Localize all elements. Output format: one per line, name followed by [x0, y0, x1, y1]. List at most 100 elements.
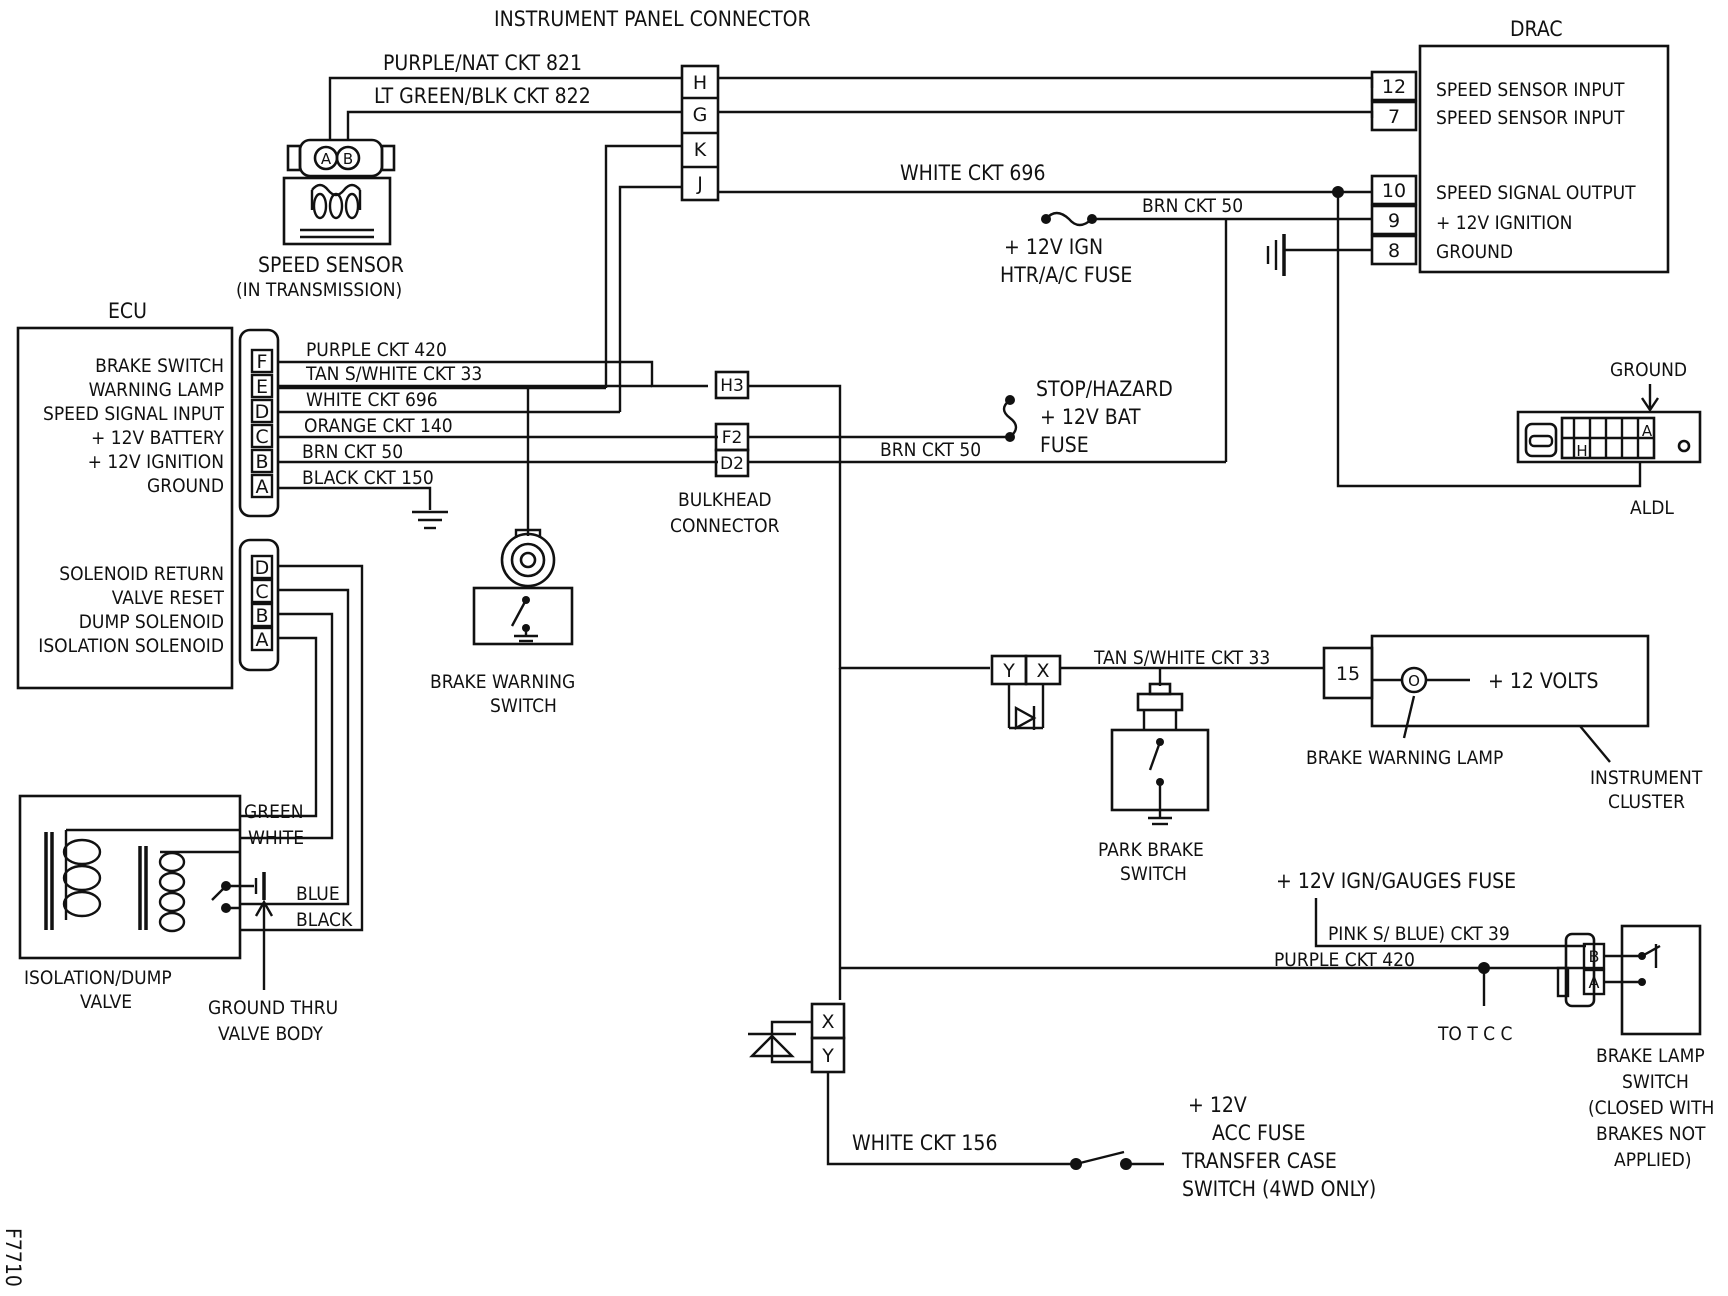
- instrument-cluster-label-1: INSTRUMENT: [1590, 767, 1703, 789]
- ground-valve-label-2: VALVE BODY: [218, 1023, 323, 1045]
- wire-white-156: [826, 1072, 1076, 1166]
- xy-diode: [748, 1020, 812, 1064]
- svg-text:H3: H3: [720, 376, 744, 396]
- wire-solenoid-c: [240, 588, 350, 906]
- ecu-lower-connector: D C B A: [238, 538, 280, 672]
- svg-text:SOLENOID RETURN: SOLENOID RETURN: [59, 563, 224, 585]
- ecu-upper-labels: BRAKE SWITCH WARNING LAMP SPEED SIGNAL I…: [43, 355, 225, 497]
- panel-pin-h: H: [693, 72, 707, 94]
- brake-warning-lamp-label: BRAKE WARNING LAMP: [1306, 747, 1503, 769]
- park-brake-label-2: SWITCH: [1120, 863, 1187, 885]
- speed-sensor: A B: [282, 138, 396, 246]
- speed-sensor-label-2: (IN TRANSMISSION): [236, 279, 402, 301]
- drac-label-10: SPEED SIGNAL OUTPUT: [1436, 182, 1636, 204]
- svg-text:A: A: [256, 476, 269, 498]
- brake-lamp-label-2: SWITCH: [1622, 1071, 1689, 1093]
- svg-text:BRAKE SWITCH: BRAKE SWITCH: [95, 355, 224, 377]
- drac-module: 12 7 10 9 8 SPEED SENSOR INPUT SPEED SEN…: [1370, 44, 1670, 274]
- drac-pin-10: 10: [1382, 180, 1406, 202]
- htr-fuse-label-2: HTR/A/C FUSE: [1000, 263, 1132, 287]
- wire-solenoid-d: [240, 564, 364, 932]
- drac-ground-icon: [1266, 234, 1372, 276]
- speed-sensor-label-1: SPEED SENSOR: [258, 253, 404, 277]
- park-brake-switch: [1110, 682, 1210, 826]
- lamp-pointer: [1402, 695, 1416, 739]
- wire-speed-to-aldl: [1336, 192, 1642, 488]
- stop-fuse-label-2: + 12V BAT: [1040, 405, 1141, 429]
- brake-lamp-label-5: APPLIED): [1614, 1149, 1692, 1171]
- label-pink-39: PINK S/ BLUE) CKT 39: [1328, 923, 1510, 945]
- svg-text:B: B: [255, 605, 268, 627]
- cluster-pointer: [1579, 725, 1611, 763]
- drac-label-7: SPEED SENSOR INPUT: [1436, 107, 1625, 129]
- label-tan-33-right: TAN S/WHITE CKT 33: [1093, 647, 1270, 669]
- valve-label-2: VALVE: [80, 991, 132, 1013]
- brake-lamp-label-1: BRAKE LAMP: [1596, 1045, 1705, 1067]
- label-blue: BLUE: [296, 883, 340, 905]
- svg-text:VALVE RESET: VALVE RESET: [112, 587, 225, 609]
- bulkhead-connector: H3 F2 D2: [714, 370, 750, 478]
- valve-label-1: ISOLATION/DUMP: [24, 967, 172, 989]
- drac-pin-7: 7: [1388, 106, 1400, 128]
- instrument-panel-connector: H G K J: [680, 64, 720, 202]
- sensor-pin-a: A: [321, 150, 332, 168]
- svg-text:+ 12V IGNITION: + 12V IGNITION: [88, 451, 224, 473]
- acc-fuse-label-1: + 12V: [1188, 1093, 1247, 1117]
- label-orange-140: ORANGE CKT 140: [304, 415, 453, 437]
- xy-connector: X Y: [810, 1002, 846, 1074]
- wire-purple-420: [278, 360, 708, 388]
- label-brn-50-top: BRN CKT 50: [1142, 195, 1243, 217]
- to-tcc-label: TO T C C: [1437, 1023, 1513, 1045]
- svg-text:ISOLATION SOLENOID: ISOLATION SOLENOID: [38, 635, 224, 657]
- wire-h3-right: [748, 384, 990, 670]
- svg-text:GROUND: GROUND: [147, 475, 224, 497]
- svg-text:Y: Y: [821, 1045, 834, 1067]
- aldl-title: ALDL: [1630, 497, 1674, 519]
- transfer-case-switch: [1070, 1150, 1164, 1170]
- drac-pin-12: 12: [1382, 76, 1406, 98]
- transfer-case-label-2: SWITCH (4WD ONLY): [1182, 1177, 1376, 1201]
- label-purple-420: PURPLE CKT 420: [306, 339, 447, 361]
- aldl-pin-a: A: [1642, 422, 1653, 440]
- aldl-ground-arrow: [1641, 384, 1659, 413]
- panel-pin-k: K: [694, 139, 707, 161]
- label-purple-nat-821: PURPLE/NAT CKT 821: [383, 51, 582, 75]
- svg-text:D2: D2: [720, 454, 744, 474]
- wire-solenoid-b: [240, 612, 334, 840]
- htr-fuse: [1041, 211, 1097, 227]
- svg-text:15: 15: [1336, 663, 1360, 685]
- brake-warning-label-2: SWITCH: [490, 695, 557, 717]
- stop-fuse-label-3: FUSE: [1040, 433, 1089, 457]
- label-white: WHITE: [248, 827, 304, 849]
- drac-pin-9: 9: [1388, 210, 1400, 232]
- wire-solenoid-a: [240, 636, 318, 818]
- panel-title: INSTRUMENT PANEL CONNECTOR: [494, 7, 811, 31]
- label-brn-50-mid: BRN CKT 50: [880, 439, 981, 461]
- wire-purple-420-right: [838, 668, 1586, 1000]
- wire-k-down: [604, 144, 682, 388]
- ecu-upper-connector: F E D C B A: [238, 328, 280, 518]
- label-ltgreen-822: LT GREEN/BLK CKT 822: [374, 84, 591, 108]
- svg-text:A: A: [256, 629, 269, 651]
- wire-black-150: [278, 486, 432, 510]
- brake-lamp-switch: B A: [1556, 924, 1702, 1036]
- svg-text:Y: Y: [1002, 660, 1015, 682]
- drac-label-12: SPEED SENSOR INPUT: [1436, 79, 1625, 101]
- svg-text:C: C: [255, 426, 268, 448]
- ground-valve-label-1: GROUND THRU: [208, 997, 338, 1019]
- label-purple-420-right: PURPLE CKT 420: [1274, 949, 1415, 971]
- drac-title: DRAC: [1510, 17, 1563, 41]
- stop-fuse-label-1: STOP/HAZARD: [1036, 377, 1173, 401]
- bulkhead-label-1: BULKHEAD: [678, 489, 771, 511]
- ecu-ground-icon: [412, 510, 448, 530]
- svg-text:B: B: [1589, 947, 1600, 966]
- label-tan-33: TAN S/WHITE CKT 33: [305, 363, 482, 385]
- svg-text:O: O: [1408, 672, 1420, 690]
- brake-warning-label-1: BRAKE WARNING: [430, 671, 575, 693]
- svg-text:C: C: [255, 581, 268, 603]
- label-white-156: WHITE CKT 156: [852, 1131, 997, 1155]
- label-brn-50: BRN CKT 50: [302, 441, 403, 463]
- wire-j-down: [618, 185, 682, 412]
- brake-warning-switch: [472, 528, 574, 646]
- label-green: GREEN: [244, 801, 304, 823]
